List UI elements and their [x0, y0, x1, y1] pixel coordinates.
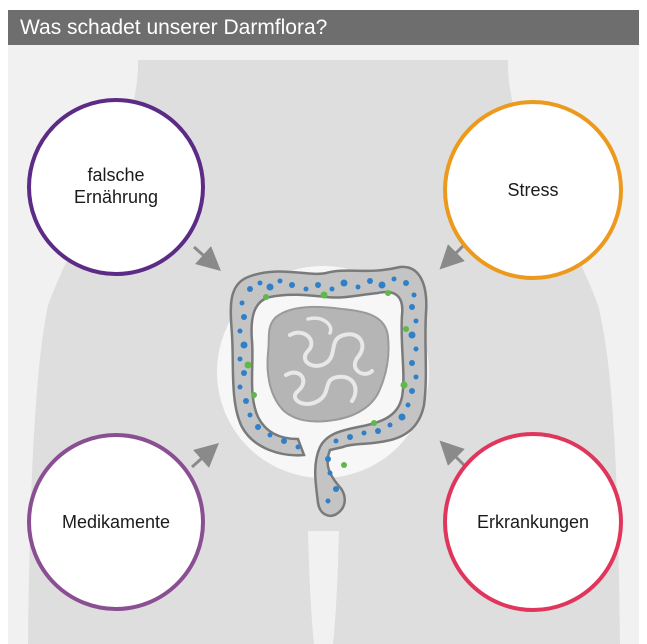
label-falsche-ernaehrung: falsche Ernährung [46, 164, 186, 208]
diagram-stage: falsche Ernährung Stress Medikamente Erk… [8, 45, 639, 644]
label-falsche-line1: falsche [46, 164, 186, 186]
label-medikamente: Medikamente [46, 511, 186, 533]
infographic-frame: Was schadet unserer Darmflora? [8, 10, 639, 644]
page-title: Was schadet unserer Darmflora? [20, 15, 327, 40]
diagram-canvas [8, 45, 639, 644]
label-erkrankungen: Erkrankungen [463, 511, 603, 533]
label-stress: Stress [463, 179, 603, 201]
header-bar: Was schadet unserer Darmflora? [8, 10, 639, 45]
label-falsche-line2: Ernährung [46, 186, 186, 208]
